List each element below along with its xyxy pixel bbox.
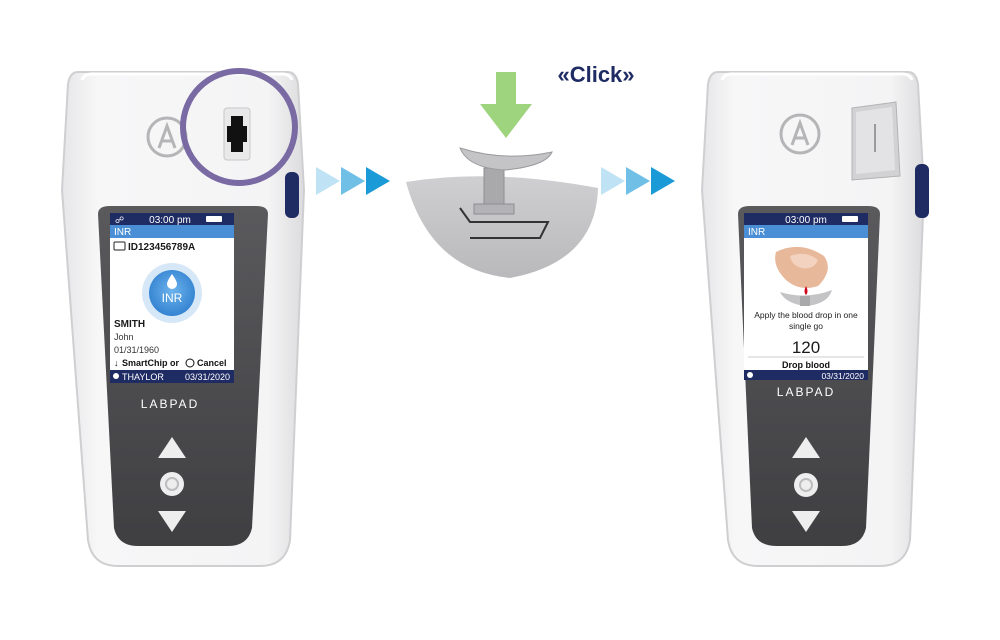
slot-outline [459,207,550,239]
device-left: ☍ 03:00 pm INR ID123456789A INR SMITH Jo… [60,68,306,567]
chip-insertion-illustration: «Click» [406,62,635,278]
status-time: 03:00 pm [149,215,191,226]
status-time: 03:00 pm [785,215,827,226]
device-cross-section [406,176,598,278]
up-button-icon [158,437,186,458]
ok-button-inner [799,478,813,492]
action-label: Drop blood [782,360,830,370]
finger-drop-icon [775,246,832,306]
instruction-line-1: Apply the blood drop in one [754,310,858,320]
labpad-logo-icon [779,113,821,155]
chevron-right-icon [341,167,365,195]
mode-label: INR [748,227,765,238]
download-icon: ↓ [114,358,119,368]
hint-cancel: Cancel [197,358,227,368]
ok-circle-icon [185,358,195,368]
footer-date: 03/31/2020 [821,371,864,381]
side-button-left [285,172,299,218]
patient-dob: 01/31/1960 [114,345,159,355]
device-left-top-rim [80,72,294,81]
device-right-top-rim [720,72,914,81]
battery-icon [842,216,858,222]
chevron-right-icon [366,167,390,195]
hint-smartchip: SmartChip or [122,358,180,368]
step-arrows-1 [316,167,390,195]
user-icon [747,372,753,378]
up-button-icon [792,437,820,458]
ok-button [160,472,184,496]
ok-button-inner [165,477,179,491]
chip-slot-highlight-ring [180,68,298,186]
brand-label: LABPAD [141,397,199,411]
instruction-line-2: single go [789,321,823,331]
inr-badge [149,270,195,316]
inr-badge-label: INR [162,291,183,305]
user-icon [113,373,119,379]
brand-label: LABPAD [777,385,835,399]
chevron-right-icon [651,167,675,195]
side-button-right [915,164,929,218]
battery-icon [206,216,222,222]
step-arrows-2 [601,167,675,195]
footer-date: 03/31/2020 [185,372,230,382]
press-arrow-icon [480,72,532,138]
patient-id: ID123456789A [128,242,195,253]
chevron-right-icon [601,167,625,195]
chevron-right-icon [316,167,340,195]
device-right: 03:00 pm INR Apply the blood drop in one… [700,71,929,567]
blood-drop-icon [167,274,177,289]
patient-last-name: SMITH [114,319,145,330]
mode-label: INR [114,227,131,238]
link-icon: ☍ [115,215,124,225]
down-button-icon [792,511,820,532]
click-label: «Click» [557,62,634,87]
id-card-icon [113,241,126,251]
device-left-screen: ☍ 03:00 pm INR ID123456789A INR SMITH Jo… [110,213,234,383]
patient-first-name: John [114,332,134,342]
ok-button [794,473,818,497]
inserted-smartchip [851,101,901,181]
chevron-right-icon [626,167,650,195]
chip-foot [473,203,515,215]
chip-slot [223,107,251,161]
countdown-value: 120 [792,338,820,357]
down-button-icon [158,511,186,532]
operator-name: THAYLOR [122,372,164,382]
device-right-screen: 03:00 pm INR Apply the blood drop in one… [744,213,868,381]
chip-head [459,147,553,171]
